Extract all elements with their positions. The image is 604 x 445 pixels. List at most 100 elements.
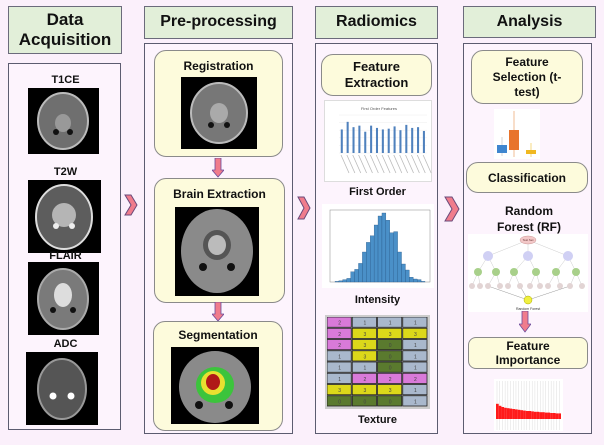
- importance-bar: [547, 412, 551, 419]
- histogram-bar: [413, 278, 418, 283]
- texture-cell: [327, 361, 352, 373]
- tree-node: [483, 251, 493, 261]
- texture-cell-value: 3: [389, 388, 392, 394]
- texture-cell: [351, 372, 377, 384]
- bar: [422, 130, 425, 153]
- texture-cell: [351, 361, 377, 373]
- texture-cell-value: 0: [389, 354, 392, 360]
- histogram-bar: [397, 251, 402, 283]
- texture-cell-value: 1: [414, 366, 417, 372]
- x-tick-label: [411, 154, 420, 174]
- mri-image-t2w: [28, 180, 101, 253]
- texture-cell: [402, 339, 428, 351]
- first-order-chart-svg: First Order Features: [339, 106, 432, 174]
- step-brain-extraction: Brain Extraction: [154, 178, 285, 303]
- tree-edge: [487, 239, 529, 257]
- mri-image-t1ce: [28, 88, 99, 154]
- step-label-segmentation: Segmentation: [178, 328, 258, 342]
- histogram-bar: [420, 281, 426, 283]
- first-order-chart: First Order Features: [324, 100, 432, 182]
- acquisition-title: Data Acquisition: [18, 10, 112, 49]
- texture-cell: [327, 395, 352, 407]
- bar: [340, 129, 343, 153]
- classifier-label: Random Forest (RF): [497, 204, 561, 234]
- texture-cell: [327, 317, 352, 328]
- texture-cell: [351, 317, 377, 328]
- x-tick-label: [416, 154, 426, 174]
- texture-cell-value: 1: [414, 321, 417, 327]
- preprocessing-title: Pre-processing: [160, 13, 277, 31]
- texture-cell-value: 0: [389, 343, 392, 349]
- x-tick-label: [387, 154, 397, 174]
- histogram-bar: [366, 242, 371, 283]
- texture-cell: [402, 361, 428, 373]
- tree-leaf: [557, 283, 563, 289]
- texture-cell: [377, 327, 403, 339]
- tree-leaf: [469, 283, 475, 289]
- histogram-bar: [354, 269, 359, 283]
- arrow-down-icon: [519, 311, 531, 333]
- mri-image-registration: [181, 77, 257, 149]
- x-tick-label: [346, 154, 356, 174]
- classification-box: Classification: [466, 162, 588, 193]
- importance-bar: [514, 409, 518, 419]
- x-tick-label: [422, 154, 432, 174]
- step-label-brain-extraction: Brain Extraction: [173, 187, 266, 201]
- mri-image-adc: [26, 352, 98, 425]
- intensity-histogram-svg: [329, 209, 431, 283]
- texture-cell-value: 0: [389, 366, 392, 372]
- histogram-bar: [389, 232, 394, 283]
- texture-cell-value: 1: [338, 366, 341, 372]
- importance-bar: [512, 409, 515, 419]
- histogram-bar: [385, 220, 390, 283]
- bar: [346, 121, 349, 153]
- bar: [352, 127, 355, 153]
- feature-importance-svg: [496, 381, 561, 430]
- histogram-bar: [350, 271, 355, 283]
- bar: [381, 129, 384, 153]
- importance-bar: [544, 412, 548, 419]
- texture-cell: [402, 395, 428, 407]
- modality-label-t2w: T2W: [53, 166, 78, 178]
- feature-selection-label: Feature Selection (t-test): [492, 54, 562, 99]
- texture-cell-value: 2: [363, 377, 366, 383]
- histogram-bar: [370, 235, 375, 283]
- bar: [375, 127, 379, 153]
- tree-leaf: [537, 283, 543, 289]
- texture-cell: [327, 372, 352, 384]
- texture-cell: [327, 384, 352, 396]
- radiomics-panel: Feature Extraction First Order Features …: [315, 43, 438, 434]
- preprocessing-panel: Registration Brain Extraction Segmentati…: [144, 43, 293, 434]
- tree-leaf: [485, 283, 491, 289]
- importance-bar: [531, 411, 534, 419]
- texture-cell-value: 1: [363, 366, 366, 372]
- importance-bar: [542, 412, 545, 419]
- histogram-bar: [373, 224, 379, 283]
- mri-image-flair: [28, 262, 99, 335]
- texture-cell: [327, 350, 352, 362]
- tree-leaf: [497, 283, 503, 289]
- texture-cell: [327, 327, 352, 339]
- vote-edge: [527, 285, 571, 301]
- histogram-bar: [346, 278, 351, 283]
- bar: [364, 131, 367, 153]
- tree-node: [532, 268, 540, 276]
- tree-leaf: [545, 283, 551, 289]
- step-label-registration: Registration: [183, 59, 254, 73]
- x-tick-label: [381, 154, 391, 174]
- texture-cell-value: 0: [363, 399, 366, 405]
- importance-bar: [528, 411, 532, 419]
- tree-root: [519, 235, 537, 245]
- tree-node: [523, 251, 533, 261]
- bar: [411, 127, 414, 153]
- texture-cell-value: 1: [414, 388, 417, 394]
- texture-cell: [402, 327, 428, 339]
- histogram-bar: [377, 215, 383, 283]
- feature-importance-box: Feature Importance: [468, 337, 588, 369]
- histogram-bar: [417, 279, 422, 283]
- first-order-label: First Order: [349, 186, 406, 198]
- importance-bar: [539, 412, 543, 419]
- tree-node: [474, 268, 482, 276]
- texture-cell-value: 1: [414, 343, 417, 349]
- tree-leaf: [527, 283, 533, 289]
